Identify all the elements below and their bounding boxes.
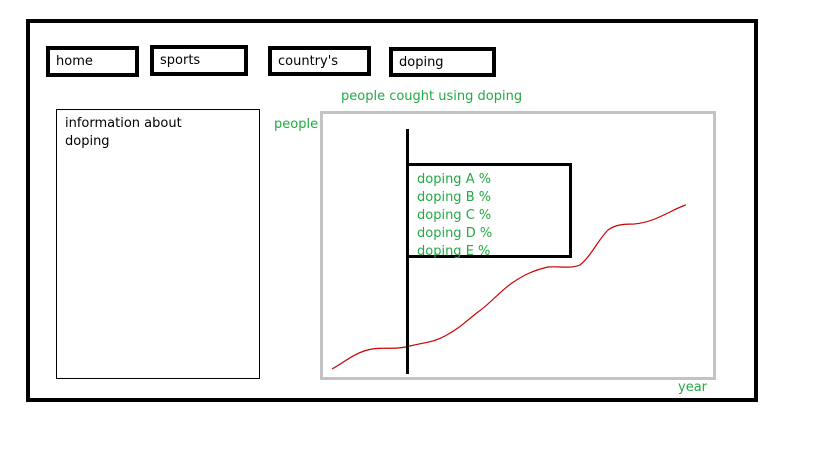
info-text-line1: information about (65, 116, 182, 131)
nav-countrys-button[interactable]: country's (268, 46, 371, 76)
info-panel: information about doping (56, 109, 260, 379)
chart-xlabel: year (678, 380, 708, 395)
chart-title: people cought using doping (341, 89, 523, 104)
nav-sports-button[interactable]: sports (150, 45, 248, 76)
info-text-line2: doping (65, 134, 110, 149)
legend-item: doping D % (417, 226, 493, 241)
chart-area (320, 111, 716, 380)
chart-ylabel: people (274, 117, 319, 132)
legend-item: doping C % (417, 208, 492, 223)
legend-item: doping A % (417, 172, 492, 187)
legend-item: doping B % (417, 190, 492, 205)
legend-item: doping E % (417, 244, 491, 259)
nav-doping-button[interactable]: doping (389, 47, 496, 77)
page-frame (26, 19, 758, 402)
chart-tooltip: doping A % doping B % doping C % doping … (406, 163, 572, 259)
nav-home-button[interactable]: home (46, 46, 139, 77)
